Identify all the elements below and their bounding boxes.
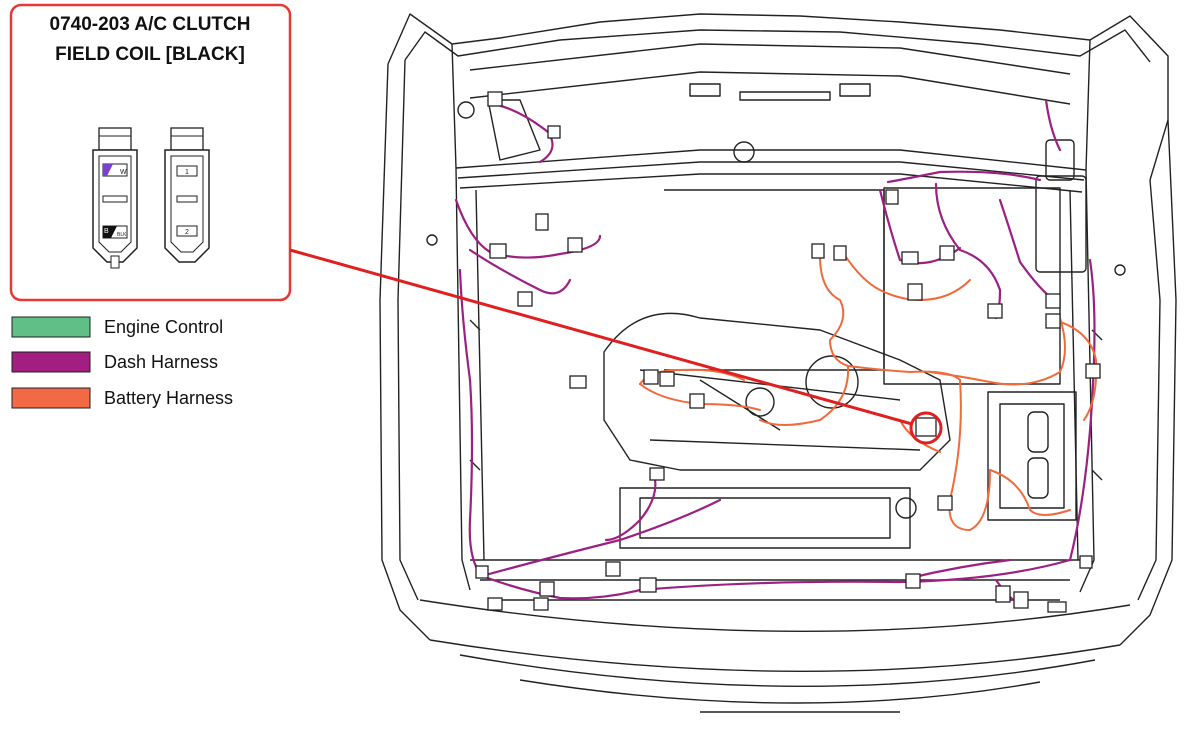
front-bumper bbox=[419, 599, 1131, 633]
battery-harness-wires bbox=[639, 247, 1098, 532]
pin-label-2: 2 bbox=[185, 229, 189, 236]
connector-face-left: W B BLK bbox=[92, 127, 138, 269]
ac-clutch-connector bbox=[915, 417, 937, 437]
legend-swatch-engine-control bbox=[11, 316, 91, 338]
legend-label-dash-harness: Dash Harness bbox=[104, 352, 218, 372]
battery-tray bbox=[987, 391, 1077, 521]
left-fender bbox=[379, 63, 431, 641]
pin-label-w: W bbox=[120, 169, 127, 176]
legend-label-battery-harness: Battery Harness bbox=[104, 388, 233, 408]
legend-item-dash-harness: Dash Harness bbox=[11, 351, 218, 373]
pin-label-1: 1 bbox=[185, 169, 189, 176]
connector-callout: 0740-203 A/C CLUTCH FIELD COIL [BLACK] W… bbox=[9, 3, 292, 302]
right-fender bbox=[1119, 119, 1177, 646]
callout-border bbox=[9, 3, 292, 302]
engine-block bbox=[603, 312, 951, 471]
hood-inner bbox=[404, 29, 1151, 63]
legend-item-engine-control: Engine Control bbox=[11, 316, 223, 338]
connector-face-right: 1 2 bbox=[164, 127, 210, 263]
ac-clutch-highlight-ring bbox=[909, 411, 943, 445]
callout-leader-line bbox=[289, 248, 913, 426]
legend-label-engine-control: Engine Control bbox=[104, 317, 223, 337]
callout-title-line1: 0740-203 A/C CLUTCH bbox=[50, 14, 251, 35]
pin-label-b: B bbox=[104, 228, 109, 235]
legend-swatch-dash-harness bbox=[11, 351, 91, 373]
legend-item-battery-harness: Battery Harness bbox=[11, 387, 233, 409]
engine-bay-drawing bbox=[379, 13, 1177, 713]
hood-outline bbox=[387, 13, 1169, 181]
fuse-box bbox=[1035, 175, 1087, 273]
dash-harness-wires bbox=[454, 98, 1096, 606]
legend-swatch-battery-harness bbox=[11, 387, 91, 409]
callout-title-line2: FIELD COIL [BLACK] bbox=[55, 44, 245, 65]
harness-legend: Engine Control Dash Harness Battery Harn… bbox=[11, 316, 233, 409]
pin-label-blk: BLK bbox=[117, 232, 127, 238]
cowl-panel bbox=[455, 149, 1087, 171]
harness-connectors bbox=[475, 91, 1101, 613]
